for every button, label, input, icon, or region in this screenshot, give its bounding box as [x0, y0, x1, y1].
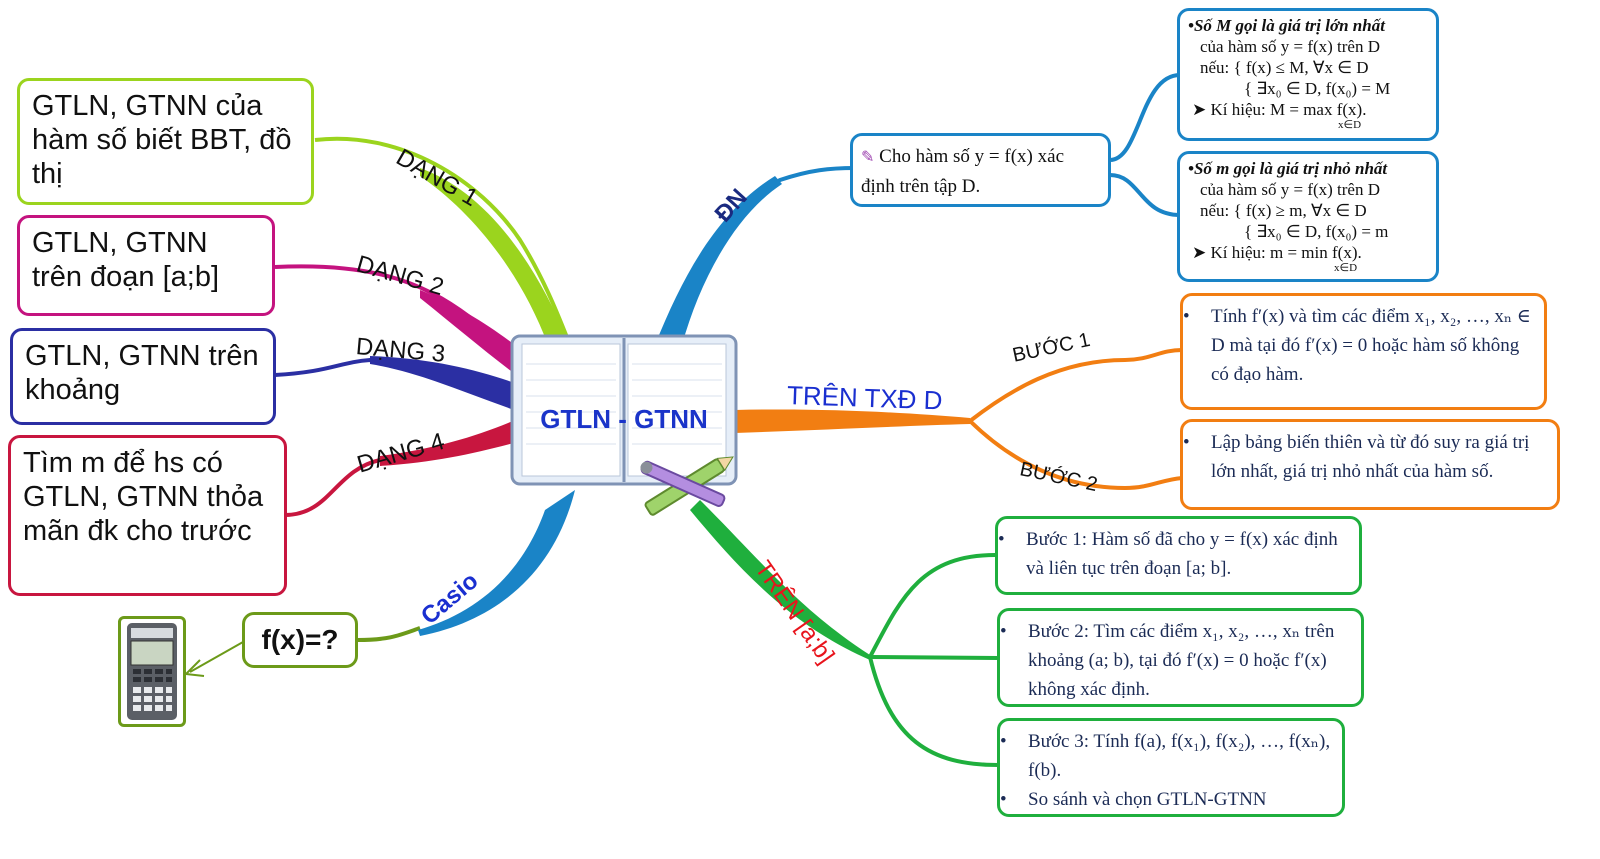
- txd-step2-box[interactable]: •Lập bảng biến thiên và từ đó suy ra giá…: [1180, 419, 1560, 510]
- dang2-text: GTLN, GTNN trên đoạn [a;b]: [32, 227, 220, 293]
- ab-step1-box[interactable]: •Bước 1: Hàm số đã cho y = f(x) xác định…: [995, 516, 1362, 595]
- dang3-box[interactable]: GTLN, GTNN trên khoảng: [10, 328, 276, 425]
- min-line-4: { ∃x₀ ∈ D, f(x₀) = m: [1244, 222, 1389, 241]
- calculator-icon: [127, 623, 177, 720]
- ab-step4-text: So sánh và chọn GTLN-GTNN: [1028, 789, 1267, 810]
- ab-step2-text: Bước 2: Tìm các điểm x₁, x₂, …, xₙ trên …: [1028, 621, 1335, 700]
- max-line-3: nếu: { f(x) ≤ M, ∀x ∈ D: [1200, 58, 1369, 77]
- notebook-icon: [510, 334, 738, 486]
- txd-step2-text: Lập bảng biến thiên và từ đó suy ra giá …: [1211, 432, 1530, 482]
- dn-text: Cho hàm số y = f(x) xác định trên tập D.: [861, 146, 1064, 197]
- min-line-3: nếu: { f(x) ≥ m, ∀x ∈ D: [1200, 201, 1367, 220]
- ab-step2-box[interactable]: •Bước 2: Tìm các điểm x₁, x₂, …, xₙ trên…: [997, 608, 1364, 707]
- txd-step1-text: Tính f′(x) và tìm các điểm x₁, x₂, …, xₙ…: [1211, 306, 1531, 385]
- min-line-2: của hàm số y = f(x) trên D: [1200, 180, 1381, 199]
- max-line-2: của hàm số y = f(x) trên D: [1200, 37, 1381, 56]
- dn-box[interactable]: ✎ Cho hàm số y = f(x) xác định trên tập …: [850, 133, 1111, 207]
- center-node[interactable]: GTLN - GTNN: [508, 330, 740, 516]
- min-line-5: ➤ Kí hiệu: m = min f(x).: [1192, 243, 1362, 262]
- txd-step1-box[interactable]: •Tính f′(x) và tìm các điểm x₁, x₂, …, x…: [1180, 293, 1547, 410]
- label-txd: TRÊN TXĐ D: [786, 380, 943, 416]
- max-line-5: ➤ Kí hiệu: M = max f(x).: [1192, 100, 1367, 119]
- max-definition-box[interactable]: •Số M gọi là giá trị lớn nhất của hàm số…: [1177, 8, 1439, 141]
- max-line-6: x∈D: [1338, 119, 1362, 131]
- pencil-icon: [640, 456, 734, 516]
- max-line-1: •Số M gọi là giá trị lớn nhất: [1188, 16, 1385, 35]
- center-title: GTLN - GTNN: [540, 404, 708, 434]
- calculator-box[interactable]: [118, 616, 186, 727]
- dang1-text: GTLN, GTNN của hàm số biết BBT, đồ thị: [32, 90, 292, 190]
- min-line-1: •Số m gọi là giá trị nhỏ nhất: [1188, 159, 1388, 178]
- dang3-text: GTLN, GTNN trên khoảng: [25, 340, 259, 406]
- min-definition-box[interactable]: •Số m gọi là giá trị nhỏ nhất của hàm số…: [1177, 151, 1439, 282]
- dang2-box[interactable]: GTLN, GTNN trên đoạn [a;b]: [17, 215, 275, 316]
- branch-dang1: [314, 136, 572, 346]
- edit-icon: ✎: [861, 149, 875, 166]
- casio-box[interactable]: f(x)=?: [242, 612, 358, 668]
- casio-text: f(x)=?: [261, 624, 339, 655]
- dang4-box[interactable]: Tìm m để hs có GTLN, GTNN thỏa mãn đk ch…: [8, 435, 287, 596]
- dang4-text: Tìm m để hs có GTLN, GTNN thỏa mãn đk ch…: [23, 447, 264, 547]
- ab-step3-text: Bước 3: Tính f(a), f(x₁), f(x₂), …, f(xₙ…: [1028, 731, 1331, 781]
- ab-step3-box[interactable]: •Bước 3: Tính f(a), f(x₁), f(x₂), …, f(x…: [997, 718, 1345, 817]
- max-line-4: { ∃x₀ ∈ D, f(x₀) = M: [1244, 79, 1391, 98]
- dang1-box[interactable]: GTLN, GTNN của hàm số biết BBT, đồ thị: [17, 78, 314, 205]
- ab-step1-text: Bước 1: Hàm số đã cho y = f(x) xác định …: [1026, 529, 1338, 579]
- min-line-6: x∈D: [1334, 262, 1358, 274]
